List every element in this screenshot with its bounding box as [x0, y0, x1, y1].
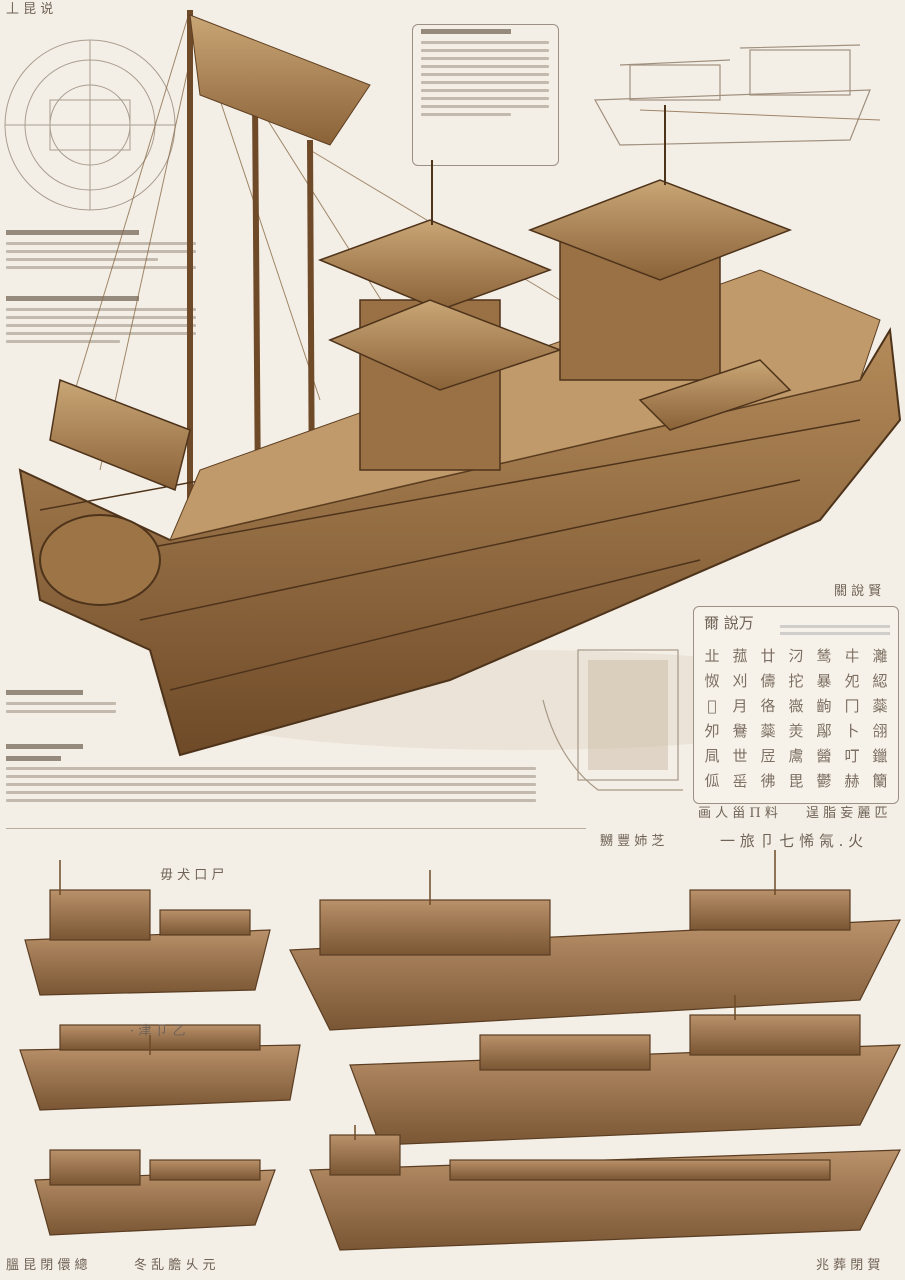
- text-block-left-2: [6, 292, 196, 348]
- table-cell: 鸶: [816, 647, 832, 665]
- table-cell: 鬱: [816, 772, 832, 790]
- text-block-wide: [6, 762, 536, 807]
- table-cell: 嶶: [788, 697, 804, 715]
- table-cell: 廿: [760, 647, 776, 665]
- table-cell: 毘: [788, 772, 804, 790]
- table-cell: 夘: [704, 722, 720, 740]
- caption-right: 一 旅 卩 七 悕 氝 . 火: [720, 832, 864, 850]
- table-cell: 世: [732, 747, 748, 765]
- panel-footer-right: 逞 脂 妄 麗 匹: [806, 806, 888, 821]
- divider: [6, 828, 586, 829]
- table-cell: 𢓜: [760, 697, 776, 715]
- table-cell: 灕: [872, 647, 888, 665]
- table-cell: 卜: [844, 722, 860, 740]
- table-cell: 㐀: [704, 647, 720, 665]
- table-cell: 㞐: [760, 747, 776, 765]
- bottom-right-label: 兆 葬 閉 賀: [816, 1258, 881, 1273]
- below-panel-label: 嬲 豐 姉 芝: [600, 834, 665, 849]
- table-cell: 冂: [844, 697, 860, 715]
- table-cell: 鸒: [732, 722, 748, 740]
- table-cell: 儔: [760, 672, 776, 690]
- table-cell: 羙: [788, 722, 804, 740]
- table-cell: 暴: [816, 672, 832, 690]
- table-cell: 𠇗: [704, 772, 720, 790]
- ship-side-4: [349, 1014, 901, 1146]
- small-ship-label-2: · 津 卩 乙: [130, 1024, 186, 1039]
- ship-sketch-top-right: [594, 44, 871, 146]
- table-cell: 菰: [732, 647, 748, 665]
- table-cell: 拕: [788, 672, 804, 690]
- table-cell: 綛: [872, 672, 888, 690]
- table-cell: 醟: [816, 747, 832, 765]
- table-cell: 彿: [760, 772, 776, 790]
- bottom-mid-label: 冬 乱 膽 乆 元: [134, 1258, 216, 1273]
- ship-side-1: [24, 889, 271, 996]
- panel-title: 爾 說万: [704, 614, 754, 632]
- text-panel-top: [412, 24, 559, 166]
- text-block-left-4: [6, 740, 116, 768]
- table-cell: 鑞: [872, 747, 888, 765]
- table-cell: 䍃: [732, 772, 748, 790]
- table-cell: 刈: [732, 672, 748, 690]
- table-cell: 凬: [704, 747, 720, 765]
- table-cell: 翖: [872, 722, 888, 740]
- table-cell: 月: [732, 697, 748, 715]
- ship-side-5: [34, 1149, 276, 1236]
- panel-corner-label: 關 說 賢: [834, 584, 882, 599]
- ship-side-6: [309, 1134, 901, 1251]
- text-block-left-1: [6, 226, 196, 274]
- bottom-left-label: 膃 昆 閉 儇 總: [6, 1258, 88, 1273]
- table-cell: 鬳: [788, 747, 804, 765]
- panel-footer-left: 画 人 甾 П 料: [698, 806, 778, 821]
- table-cell: 㐄: [844, 647, 860, 665]
- compass-diagram: [4, 39, 176, 211]
- table-cell: 齣: [816, 697, 832, 715]
- main-ship-illustration: [18, 9, 902, 757]
- ship-side-2: [289, 889, 901, 1031]
- table-cell: 𠆧: [707, 697, 717, 715]
- ship-side-3: [19, 1024, 301, 1111]
- table-cell: 怓: [704, 672, 720, 690]
- table-cell: 蘂: [872, 697, 888, 715]
- ship-side-views: [19, 850, 901, 1251]
- small-ship-label-1: 毋 犬 口 尸: [160, 868, 225, 883]
- text-block-left-3: [6, 686, 116, 718]
- table-cell: 叮: [844, 747, 860, 765]
- top-left-label: 丄 昆 说: [6, 2, 54, 17]
- table-cell: 籣: [872, 772, 888, 790]
- ornament-detail: [542, 649, 683, 791]
- table-cell: 汈: [788, 647, 804, 665]
- table-cell: 鄬: [816, 722, 832, 740]
- table-cell: 夗: [844, 672, 860, 690]
- table-cell: 赫: [844, 772, 860, 790]
- table-cell: 蘂: [760, 722, 776, 740]
